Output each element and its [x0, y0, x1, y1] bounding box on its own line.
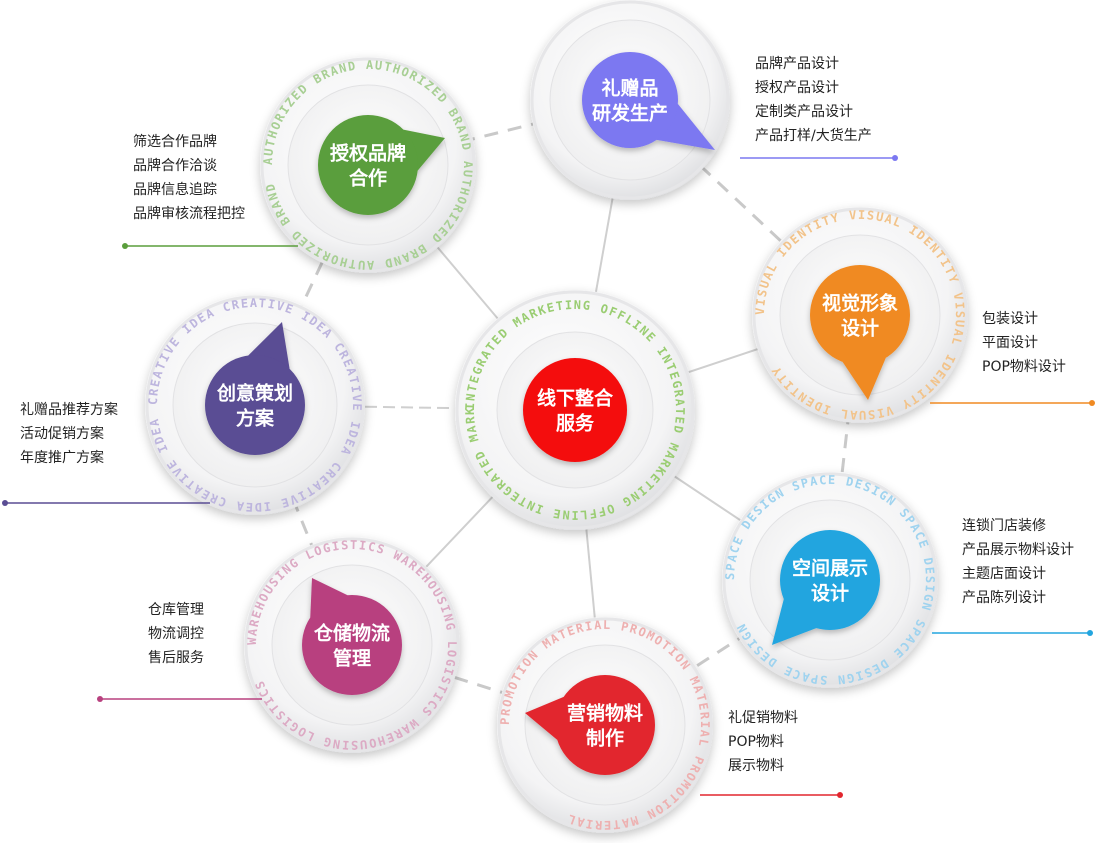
leader-dot — [1087, 630, 1093, 636]
description-item: 展示物料 — [728, 758, 784, 774]
description-item: 产品展示物料设计 — [962, 542, 1074, 558]
description-item: 包装设计 — [982, 311, 1038, 327]
description-item: 品牌信息追踪 — [133, 182, 217, 198]
node-title: 线下整合 — [537, 387, 614, 410]
creative-idea-description: 礼赠品推荐方案活动促销方案年度推广方案 — [20, 398, 118, 470]
description-item: 礼促销物料 — [728, 710, 798, 726]
description-item: 礼赠品推荐方案 — [20, 402, 118, 418]
description-item: 年度推广方案 — [20, 450, 104, 466]
brand-authorized-node: AUTHORIZED BRAND AUTHORIZED BRAND AUTHOR… — [260, 57, 476, 273]
description-item: 连锁门店装修 — [962, 518, 1046, 534]
node-title: 管理 — [333, 647, 371, 670]
bubble-body — [302, 595, 402, 695]
bubble-tail — [403, 129, 445, 171]
leader-lines — [2, 155, 1095, 798]
disc-rim — [260, 57, 476, 273]
description-item: 品牌合作洽谈 — [133, 158, 217, 174]
node-title: 服务 — [556, 412, 595, 435]
bubble-body — [555, 675, 655, 775]
description-item: POP物料 — [728, 734, 784, 750]
promotion-material-description: 礼促销物料 POP物料展示物料 — [728, 706, 798, 778]
leader-dot — [97, 696, 103, 702]
node-title: 仓储物流 — [313, 622, 390, 645]
description-item: 售后服务 — [148, 650, 204, 666]
creative-idea-node: CREATIVE IDEA CREATIVE IDEA CREATIVE IDE… — [145, 295, 365, 515]
bubble-body — [523, 358, 627, 462]
bubble-tail — [772, 599, 817, 645]
node-title: 授权品牌 — [330, 142, 406, 165]
speech-bubble — [525, 675, 655, 775]
visual-identity-description: 包装设计平面设计 POP物料设计 — [982, 307, 1066, 379]
description-item: 品牌产品设计 — [755, 56, 839, 72]
node-title: 视觉形象 — [822, 292, 898, 315]
space-design-description: 连锁门店装修产品展示物料设计主题店面设计产品陈列设计 — [962, 514, 1074, 610]
bubble-body — [780, 530, 880, 630]
description-item: 产品打样/大货生产 — [755, 128, 872, 144]
speech-bubble — [318, 115, 445, 215]
description-item: 品牌审核流程把控 — [133, 206, 245, 222]
node-title: 研发生产 — [592, 102, 668, 125]
visual-identity-node: VISUAL IDENTITY VISUAL IDENTITY VISUAL I… — [752, 207, 968, 423]
description-item: POP物料设计 — [982, 359, 1066, 375]
description-item: 活动促销方案 — [20, 426, 104, 442]
description-item: 主题店面设计 — [962, 566, 1046, 582]
node-title: 礼赠品 — [601, 77, 658, 100]
speech-bubble — [810, 265, 910, 400]
warehousing-description: 仓库管理物流调控售后服务 — [148, 598, 204, 670]
node-title: 设计 — [841, 318, 879, 340]
gift-rd-description: 品牌产品设计授权产品设计定制类产品设计产品打样/大货生产 — [755, 52, 872, 148]
leader-dot — [1089, 400, 1095, 406]
disc-rim — [145, 295, 365, 515]
speech-bubble — [772, 530, 880, 645]
disc-rim — [497, 617, 713, 833]
disc-rim — [752, 207, 968, 423]
description-item: 产品陈列设计 — [962, 590, 1046, 606]
space-design-node: SPACE DESIGN SPACE DESIGN SPACE DESIGN S… — [722, 472, 938, 688]
node-title: 营销物料 — [567, 702, 643, 725]
bubble-body — [318, 115, 418, 215]
speech-bubble — [582, 52, 715, 150]
description-item: 平面设计 — [982, 335, 1038, 351]
leader-dot — [122, 243, 128, 249]
description-item: 仓库管理 — [148, 602, 204, 618]
description-item: 授权产品设计 — [755, 80, 839, 96]
node-title: 方案 — [236, 407, 275, 430]
node-title: 设计 — [811, 583, 849, 605]
node-title: 制作 — [586, 727, 624, 750]
bubble-body — [582, 52, 678, 148]
description-item: 筛选合作品牌 — [133, 134, 217, 150]
brand-authorized-description: 筛选合作品牌品牌合作洽谈品牌信息追踪品牌审核流程把控 — [133, 130, 245, 226]
bubble-body — [205, 355, 305, 455]
speech-bubble — [302, 578, 402, 695]
disc-rim — [455, 290, 695, 530]
speech-bubble — [205, 322, 305, 455]
leader-dot — [837, 792, 843, 798]
warehousing-node: WAREHOUSING LOGISTICS WAREHOUSING LOGIST… — [244, 537, 460, 753]
bubble-tail — [842, 357, 886, 400]
disc-rim — [722, 472, 938, 688]
bubble-tail — [525, 696, 564, 740]
disc-rim — [530, 0, 730, 200]
leader-dot — [2, 500, 8, 506]
leader-dot — [892, 155, 898, 161]
ring-connector — [253, 404, 354, 646]
node-title: 创意策划 — [216, 382, 293, 405]
speech-bubble — [523, 358, 627, 462]
description-item: 物流调控 — [148, 626, 204, 642]
node-title: 合作 — [349, 167, 387, 190]
disc-rim — [244, 537, 460, 753]
promotion-material-node: PROMOTION MATERIAL PROMOTION MATERIAL PR… — [497, 617, 713, 833]
description-item: 定制类产品设计 — [755, 104, 853, 120]
node-title: 空间展示 — [792, 557, 868, 580]
bubble-body — [810, 265, 910, 365]
